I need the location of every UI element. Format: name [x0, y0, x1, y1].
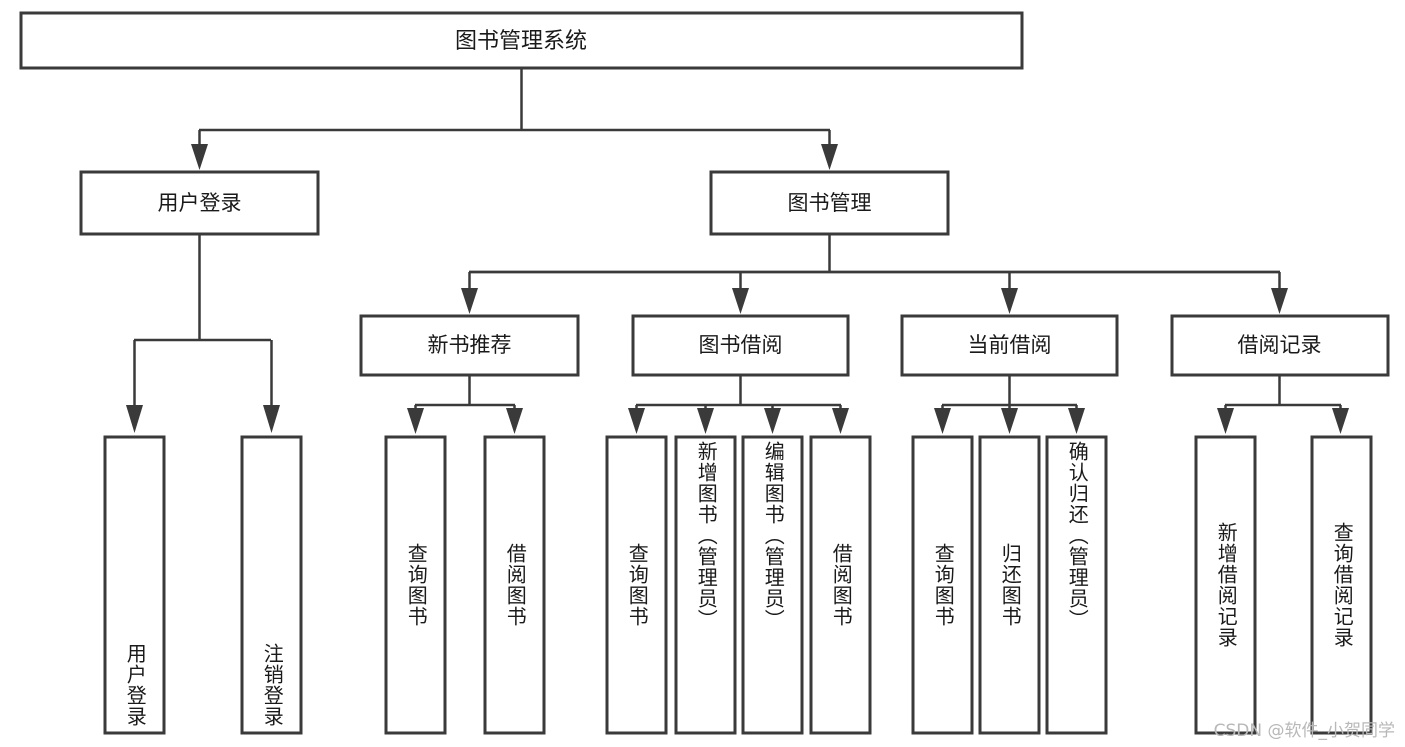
node-borrow-record[interactable]: 借阅记录: [1170, 314, 1390, 377]
leaf-box-borrow-book-2[interactable]: [809, 435, 872, 735]
new-book-recommend-box-rect: [359, 314, 580, 377]
arrow-to-leaf-confirm-return: [1068, 408, 1085, 434]
root-box-rect: [19, 11, 1024, 70]
node-book-manage[interactable]: 图书管理: [709, 170, 950, 236]
leaf-box-user-login[interactable]: [103, 435, 166, 735]
arrow-to-leaf-query-book-1: [407, 408, 424, 434]
arrow-to-leaf-query-book-2: [628, 408, 645, 434]
node-root[interactable]: 图书管理系统: [19, 11, 1024, 70]
leaf-box-confirm-return[interactable]: [1045, 435, 1108, 735]
borrow-record-box-label: 借阅记录: [1238, 333, 1322, 357]
leaf-box-logout[interactable]: [240, 435, 303, 735]
user-login-box-label: 用户登录: [158, 191, 242, 215]
arrow-to-book-borrow: [732, 288, 749, 314]
arrow-to-leaf-edit-book: [764, 408, 781, 434]
new-book-recommend-box-label: 新书推荐: [428, 333, 512, 357]
arrow-to-new-book-recommend: [461, 288, 478, 314]
current-borrow-box-label: 当前借阅: [968, 333, 1052, 357]
arrow-to-leaf-add-book: [697, 408, 714, 434]
leaf-box-query-book-3[interactable]: [911, 435, 974, 735]
arrow-to-current-borrow: [1001, 288, 1018, 314]
arrow-to-leaf-return-book: [1001, 408, 1018, 434]
user-login-box-rect: [79, 170, 320, 236]
connector-root-to-level2: [191, 68, 838, 170]
arrow-to-leaf-user-login: [126, 405, 143, 433]
node-new-book-recommend[interactable]: 新书推荐: [359, 314, 580, 377]
leaf-box-add-book[interactable]: [674, 435, 737, 735]
leaf-box-add-record[interactable]: [1194, 435, 1257, 735]
current-borrow-box-rect: [900, 314, 1119, 377]
connector-book-borrow-to-leaves: [628, 375, 849, 434]
leaf-box-query-book-1[interactable]: [384, 435, 447, 735]
book-manage-box-label: 图书管理: [788, 191, 872, 215]
arrow-to-leaf-query-book-3: [934, 408, 951, 434]
arrow-to-leaf-borrow-book-2: [832, 408, 849, 434]
node-user-login[interactable]: 用户登录: [79, 170, 320, 236]
connector-user-login-to-leaves: [126, 234, 280, 433]
root-box-label: 图书管理系统: [455, 29, 587, 54]
node-book-borrow[interactable]: 图书借阅: [631, 314, 850, 377]
arrow-to-leaf-add-record: [1217, 408, 1234, 434]
book-borrow-box-label: 图书借阅: [699, 333, 783, 357]
leaf-box-return-book[interactable]: [978, 435, 1041, 735]
connector-book-manage-to-level3: [461, 234, 1288, 314]
arrow-to-leaf-query-record: [1332, 408, 1349, 434]
leaf-box-borrow-book-1[interactable]: [483, 435, 546, 735]
connector-borrow-record-to-leaves: [1217, 375, 1349, 434]
connector-current-borrow-to-leaves: [934, 375, 1085, 434]
arrow-to-leaf-borrow-book-1: [506, 408, 523, 434]
leaf-box-query-book-2[interactable]: [605, 435, 668, 735]
node-current-borrow[interactable]: 当前借阅: [900, 314, 1119, 377]
arrow-to-book-manage: [821, 144, 838, 170]
leaf-box-edit-book[interactable]: [741, 435, 804, 735]
arrow-to-leaf-logout: [263, 405, 280, 433]
leaf-box-query-record[interactable]: [1310, 435, 1373, 735]
connector-new-book-recommend-to-leaves: [407, 375, 523, 434]
arrow-to-user-login: [191, 144, 208, 170]
csdn-watermark: CSDN @软件_小贺同学: [1213, 721, 1395, 741]
arrow-to-borrow-record: [1271, 288, 1288, 314]
